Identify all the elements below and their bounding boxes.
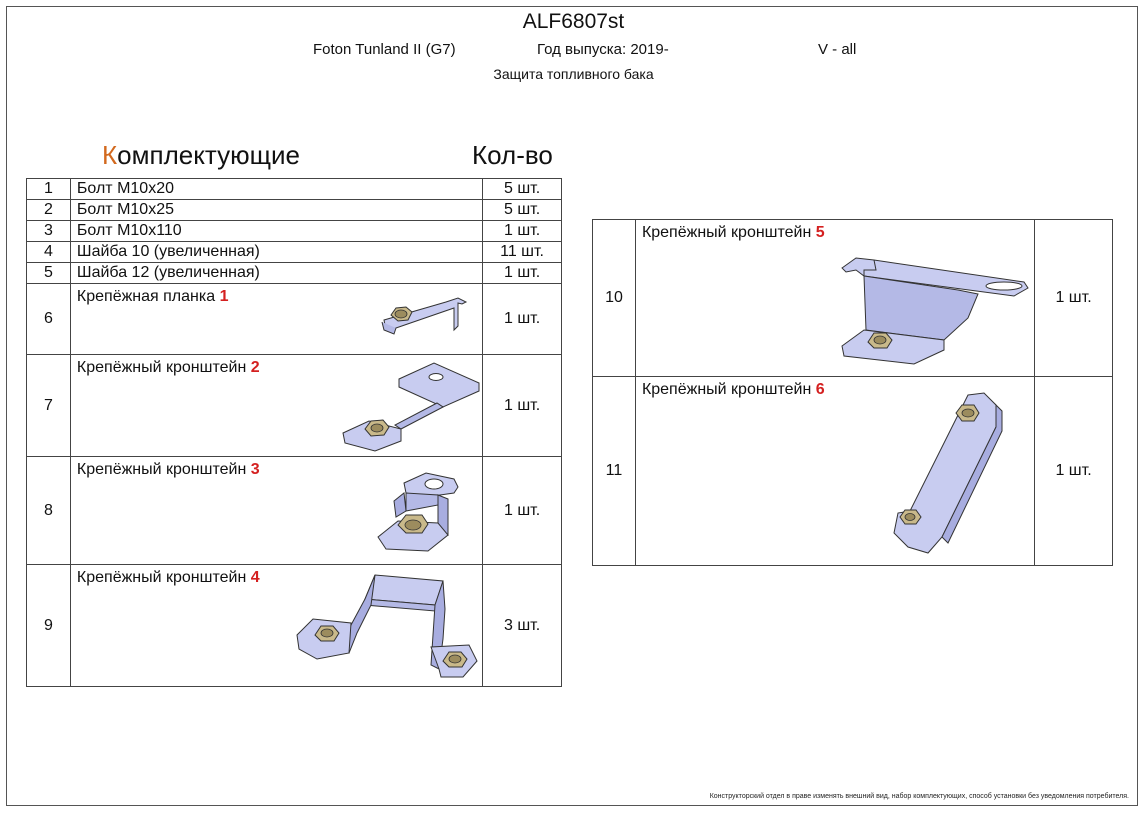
table-row: 7 Крепёжный кронштейн 2 1 шт. (26, 354, 562, 457)
part-badge: 3 (250, 461, 260, 478)
part-name: Крепёжный кронштейн (76, 569, 247, 586)
row-number: 11 (592, 376, 636, 566)
row-number: 8 (26, 456, 71, 565)
part-qty: 1 шт. (482, 283, 562, 355)
part-badge: 5 (815, 224, 825, 241)
part-qty: 1 шт. (1034, 219, 1113, 377)
part-qty: 5 шт. (482, 199, 562, 221)
table-row: 1 Болт М10х20 5 шт. (26, 178, 562, 200)
part-qty: 1 шт. (482, 220, 562, 242)
part-qty: 1 шт. (482, 456, 562, 565)
row-number: 1 (26, 178, 71, 200)
part-cell: Крепёжный кронштейн 4 (69, 564, 484, 687)
table-row: 11 Крепёжный кронштейн 6 1 шт. (592, 376, 1113, 566)
part-label: Крепёжный кронштейн 6 (642, 381, 825, 399)
part-qty: 1 шт. (1034, 376, 1113, 566)
page-frame (6, 6, 1138, 806)
part-badge: 1 (219, 288, 229, 305)
part-cell: Крепёжный кронштейн 6 (634, 376, 1036, 566)
production-year: Год выпуска: 2019- (537, 41, 669, 58)
row-number: 6 (26, 283, 71, 355)
part-label: Крепёжный кронштейн 4 (77, 569, 260, 587)
part-label: Крепёжный кронштейн 5 (642, 224, 825, 242)
part-name: Болт М10х25 (69, 199, 484, 221)
part-label: Крепёжная планка 1 (77, 288, 229, 306)
row-number: 3 (26, 220, 71, 242)
version: V - all (818, 41, 857, 58)
row-number: 7 (26, 354, 71, 457)
vehicle-model: Foton Tunland II (G7) (313, 41, 456, 58)
section-title: Комплектующие (102, 140, 300, 171)
bracket-4-drawing (296, 574, 478, 678)
part-name: Болт М10х20 (69, 178, 484, 200)
bracket-2-drawing (342, 362, 480, 452)
part-cell: Крепёжный кронштейн 3 (69, 456, 484, 565)
parts-table-left: 1 Болт М10х20 5 шт. 2 Болт М10х25 5 шт. … (26, 178, 562, 687)
part-qty: 11 шт. (482, 241, 562, 263)
bracket-3-drawing (377, 472, 459, 552)
part-cell: Крепёжный кронштейн 2 (69, 354, 484, 457)
part-cell: Крепёжный кронштейн 5 (634, 219, 1036, 377)
bracket-5-drawing (841, 257, 1029, 365)
footnote: Конструкторский отдел в праве изменять в… (709, 793, 1129, 800)
part-name: Шайба 10 (увеличенная) (69, 241, 484, 263)
table-row: 9 Крепёжный кронштейн 4 3 шт. (26, 564, 562, 687)
table-row: 4 Шайба 10 (увеличенная) 11 шт. (26, 241, 562, 263)
part-qty: 1 шт. (482, 354, 562, 457)
table-row: 3 Болт М10х110 1 шт. (26, 220, 562, 242)
part-name: Крепёжный кронштейн (76, 359, 247, 376)
part-name: Болт М10х110 (69, 220, 484, 242)
section-title-rest: омплектующие (117, 140, 300, 170)
part-name: Крепёжный кронштейн (641, 224, 812, 241)
mounting-plate-1-drawing (381, 297, 468, 335)
part-qty: 1 шт. (482, 262, 562, 284)
table-row: 5 Шайба 12 (увеличенная) 1 шт. (26, 262, 562, 284)
table-row: 2 Болт М10х25 5 шт. (26, 199, 562, 221)
part-badge: 2 (250, 359, 260, 376)
table-row: 8 Крепёжный кронштейн 3 1 шт. (26, 456, 562, 565)
qty-header: Кол-во (472, 140, 553, 170)
part-name: Шайба 12 (увеличенная) (69, 262, 484, 284)
row-number: 10 (592, 219, 636, 377)
part-name: Крепёжный кронштейн (76, 461, 247, 478)
document-subtitle: Защита топливного бака (493, 66, 654, 82)
row-number: 9 (26, 564, 71, 687)
part-qty: 5 шт. (482, 178, 562, 200)
part-qty: 3 шт. (482, 564, 562, 687)
part-badge: 6 (815, 381, 825, 398)
document-code: ALF6807st (522, 10, 625, 33)
part-name: Крепёжная планка (76, 288, 216, 305)
part-badge: 4 (250, 569, 260, 586)
part-cell: Крепёжная планка 1 (69, 283, 484, 355)
table-row: 6 Крепёжная планка 1 1 шт. (26, 283, 562, 355)
row-number: 5 (26, 262, 71, 284)
part-label: Крепёжный кронштейн 2 (77, 359, 260, 377)
part-name: Крепёжный кронштейн (641, 381, 812, 398)
part-label: Крепёжный кронштейн 3 (77, 461, 260, 479)
parts-table-right: 10 Крепёжный кронштейн 5 1 шт. 11 Крепёж… (592, 219, 1113, 566)
row-number: 2 (26, 199, 71, 221)
section-title-first-letter: К (102, 140, 118, 170)
row-number: 4 (26, 241, 71, 263)
table-row: 10 Крепёжный кронштейн 5 1 шт. (592, 219, 1113, 377)
bracket-6-drawing (893, 392, 1003, 554)
